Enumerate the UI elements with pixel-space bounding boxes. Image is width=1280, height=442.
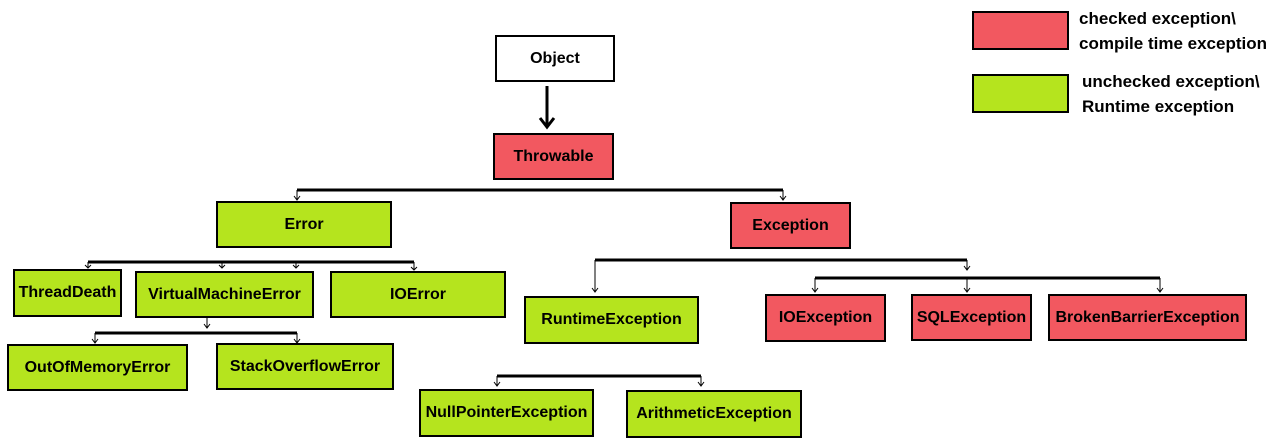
- legend-unchecked-label: unchecked exception\ Runtime exception: [1082, 69, 1260, 119]
- node-arithmetic-exception: ArithmeticException: [626, 390, 802, 438]
- node-null-pointer-exception: NullPointerException: [419, 389, 594, 437]
- node-error: Error: [216, 201, 392, 248]
- node-thread-death: ThreadDeath: [13, 269, 122, 317]
- legend-checked-label: checked exception\ compile time exceptio…: [1079, 6, 1267, 56]
- legend-checked-line1: checked exception\: [1079, 9, 1236, 28]
- legend-unchecked-line2: Runtime exception: [1082, 97, 1235, 116]
- node-exception: Exception: [730, 202, 851, 249]
- node-io-exception: IOException: [765, 294, 886, 342]
- node-sql-exception: SQLException: [911, 294, 1032, 341]
- node-throwable: Throwable: [493, 133, 614, 180]
- legend-checked-line2: compile time exception: [1079, 34, 1267, 53]
- legend-checked-swatch: [972, 11, 1069, 50]
- legend-unchecked-swatch: [972, 74, 1069, 113]
- legend-unchecked-line1: unchecked exception\: [1082, 72, 1260, 91]
- node-stack-overflow-error: StackOverflowError: [216, 343, 394, 390]
- node-virtual-machine-error: VirtualMachineError: [135, 271, 314, 318]
- node-object: Object: [495, 35, 615, 82]
- node-io-error: IOError: [330, 271, 506, 318]
- node-broken-barrier-exception: BrokenBarrierException: [1048, 294, 1247, 341]
- node-out-of-memory-error: OutOfMemoryError: [7, 344, 188, 391]
- node-runtime-exception: RuntimeException: [524, 296, 699, 344]
- object-throwable-arrowhead: [538, 117, 556, 130]
